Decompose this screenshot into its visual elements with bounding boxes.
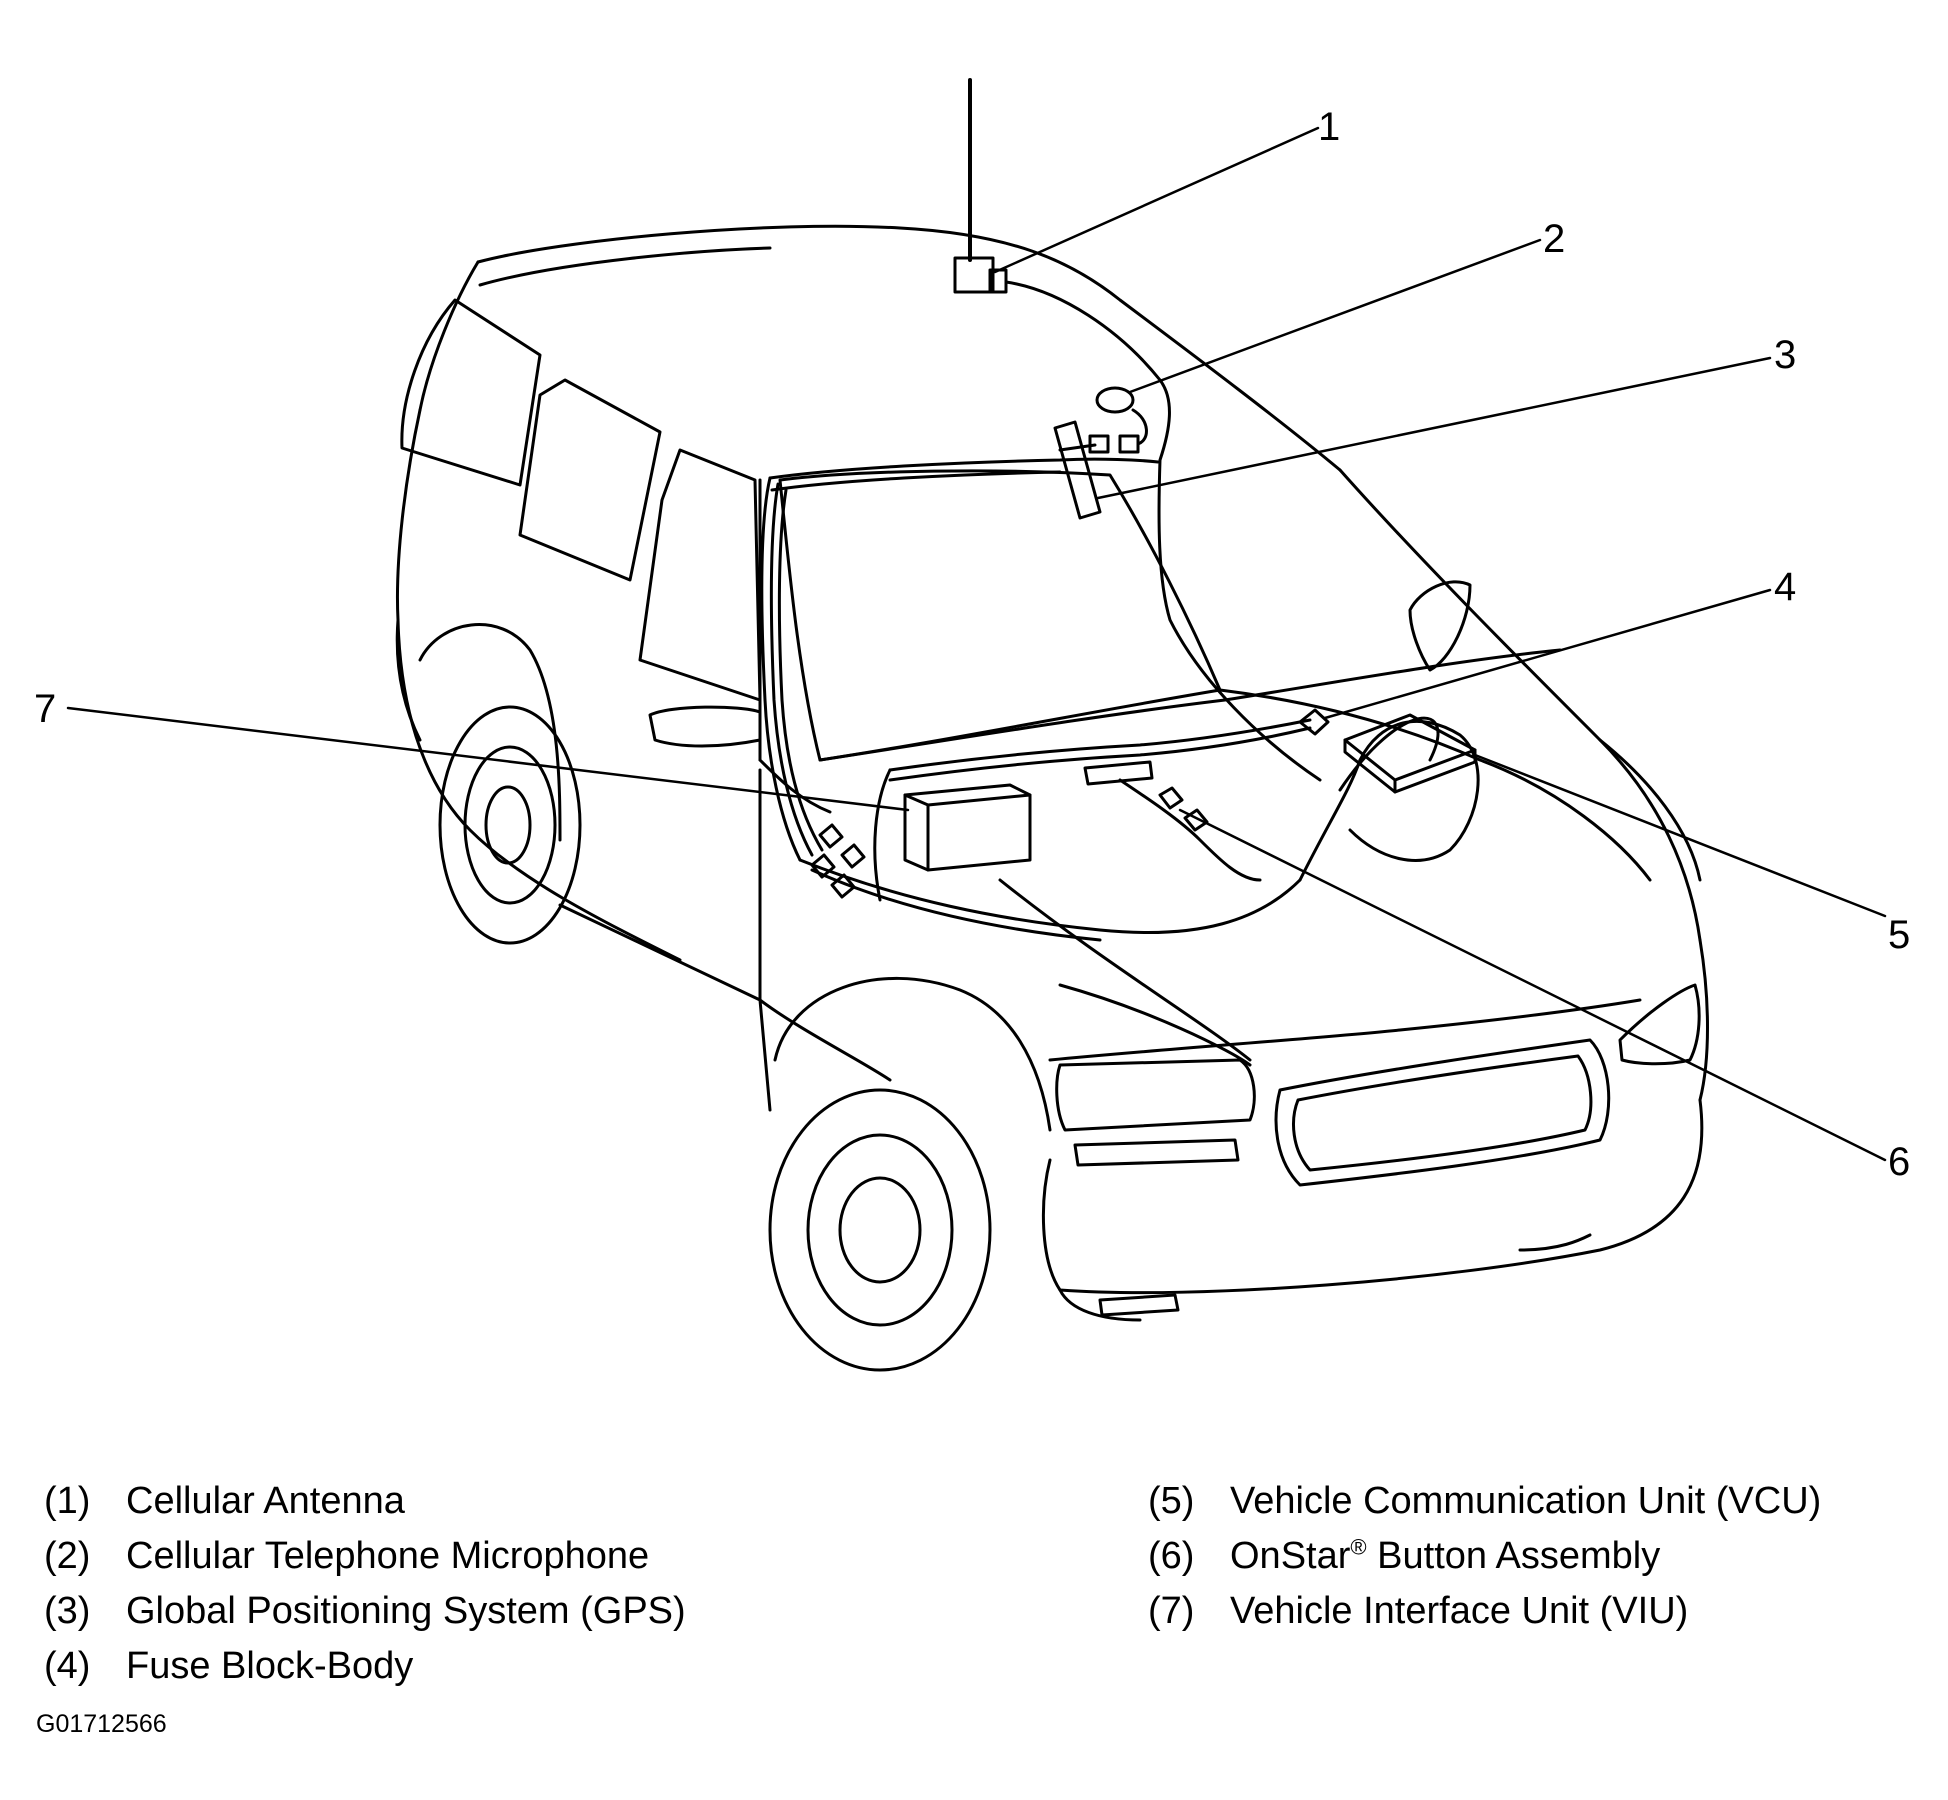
callout-6: 6 xyxy=(1888,1140,1910,1184)
viu-module-icon xyxy=(810,783,1032,899)
legend-item-5: (5) Vehicle Communication Unit (VCU) xyxy=(1148,1474,1821,1529)
registered-mark: ® xyxy=(1350,1534,1367,1560)
legend-label: Cellular Antenna xyxy=(126,1480,405,1522)
legend-item-1: (1) Cellular Antenna xyxy=(44,1474,686,1529)
legend-item-6: (6) OnStar® Button Assembly xyxy=(1148,1529,1821,1584)
legend-label: Vehicle Interface Unit (VIU) xyxy=(1230,1590,1689,1632)
callout-7: 7 xyxy=(34,687,56,731)
leader-lines xyxy=(66,126,1887,1162)
legend-left-column: (1) Cellular Antenna (2) Cellular Teleph… xyxy=(44,1474,686,1694)
legend-label: Global Positioning System (GPS) xyxy=(126,1590,686,1632)
microphone-icon xyxy=(1088,386,1148,454)
legend-number: (4) xyxy=(44,1645,91,1687)
legend-number: (3) xyxy=(44,1590,91,1632)
onstar-button-icon xyxy=(1083,760,1209,832)
legend-number: (2) xyxy=(44,1535,91,1577)
legend-item-4: (4) Fuse Block-Body xyxy=(44,1639,686,1694)
legend-label: Cellular Telephone Microphone xyxy=(126,1535,650,1577)
legend-number: (1) xyxy=(44,1480,91,1522)
legend-number: (5) xyxy=(1148,1480,1195,1522)
legend-label-brand: OnStar xyxy=(1230,1535,1351,1577)
antenna-assembly xyxy=(953,78,1008,294)
legend-label: Vehicle Communication Unit (VCU) xyxy=(1230,1480,1822,1522)
legend-right-column: (5) Vehicle Communication Unit (VCU) (6)… xyxy=(1148,1474,1821,1639)
leader-line-3 xyxy=(1096,356,1772,500)
leader-line-5 xyxy=(1473,753,1887,918)
legend-number: (7) xyxy=(1148,1590,1195,1632)
leader-line-2 xyxy=(1128,238,1542,394)
leader-line-6 xyxy=(1178,808,1887,1162)
figure-id: G01712566 xyxy=(36,1710,167,1738)
wiring-harness xyxy=(760,280,1480,942)
legend-label: OnStar® Button Assembly xyxy=(1230,1529,1660,1584)
gps-module-icon xyxy=(1053,420,1102,520)
callout-3: 3 xyxy=(1774,333,1796,377)
legend-item-7: (7) Vehicle Interface Unit (VIU) xyxy=(1148,1584,1821,1639)
leader-line-7 xyxy=(66,706,910,812)
vehicle-diagram: 1 2 3 4 5 6 7 xyxy=(34,78,1910,1372)
callout-1: 1 xyxy=(1318,105,1340,149)
legend-item-3: (3) Global Positioning System (GPS) xyxy=(44,1584,686,1639)
vcu-module-icon xyxy=(1343,713,1477,794)
legend-item-2: (2) Cellular Telephone Microphone xyxy=(44,1529,686,1584)
legend-label: Fuse Block-Body xyxy=(126,1645,414,1687)
legend-label-rest: Button Assembly xyxy=(1366,1535,1661,1577)
callout-4: 4 xyxy=(1774,565,1796,609)
leader-line-1 xyxy=(993,126,1320,274)
fuse-block-icon xyxy=(1298,708,1330,736)
vehicle-body xyxy=(395,224,1709,1372)
callout-2: 2 xyxy=(1543,217,1565,261)
leader-line-4 xyxy=(1323,588,1772,720)
callout-5: 5 xyxy=(1888,913,1910,957)
legend-number: (6) xyxy=(1148,1535,1195,1577)
